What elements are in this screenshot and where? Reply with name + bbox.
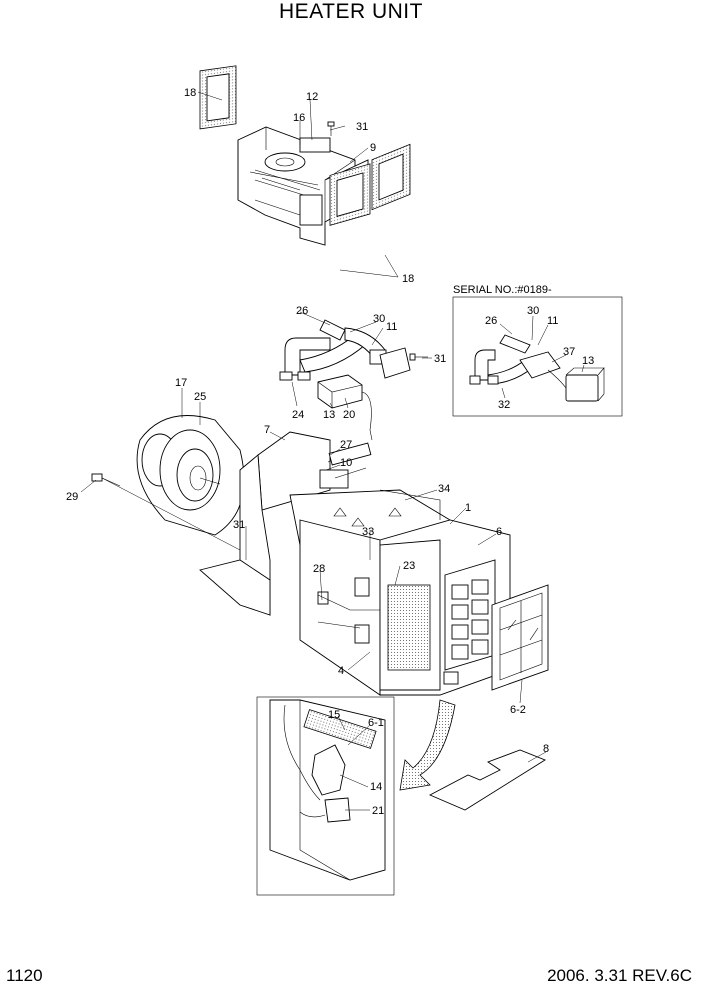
callout: 6 <box>496 526 502 538</box>
callout: 32 <box>498 399 510 411</box>
callout: 13 <box>582 355 594 367</box>
filter-gasket-right-2 <box>371 143 411 211</box>
callout: 20 <box>343 409 355 421</box>
callout: 26 <box>485 315 497 327</box>
callout: 34 <box>438 483 450 495</box>
callout: 37 <box>563 346 575 358</box>
detail-inset-box <box>256 696 395 896</box>
heater-unit-case <box>199 431 511 696</box>
callout: 4 <box>338 665 344 677</box>
gasket-sheet <box>428 749 546 811</box>
callout: 29 <box>66 491 78 503</box>
callout: 16 <box>293 112 305 124</box>
callout: 31 <box>356 121 368 133</box>
page-title: HEATER UNIT <box>279 0 423 23</box>
callout: 17 <box>175 377 187 389</box>
callout: 30 <box>527 305 539 317</box>
callout: 31 <box>233 519 245 531</box>
callout: 15 <box>328 709 340 721</box>
callout: 9 <box>370 142 376 154</box>
callout: 6-2 <box>510 704 526 716</box>
callout: 26 <box>296 305 308 317</box>
callout: 7 <box>264 424 270 436</box>
callout: 31 <box>434 353 446 365</box>
filter-gasket-top <box>199 65 237 130</box>
water-valve <box>317 374 373 441</box>
callout: 33 <box>362 526 374 538</box>
filter-gasket-right-1 <box>329 163 371 226</box>
callout: 12 <box>306 91 318 103</box>
arrow-icon <box>399 699 456 791</box>
callout: 30 <box>373 313 385 325</box>
callout: 11 <box>386 321 397 333</box>
serial-number-note: SERIAL NO.:#0189- <box>453 284 552 296</box>
callout: 24 <box>292 409 304 421</box>
callout: 1 <box>465 502 471 514</box>
callout: 11 <box>547 315 558 327</box>
callout: 18 <box>402 273 414 285</box>
heater-hose-assembly <box>279 319 411 381</box>
callout: 6-1 <box>368 717 384 729</box>
callout: 13 <box>323 409 335 421</box>
page-number: 1120 <box>6 966 43 985</box>
callout: 23 <box>403 560 415 572</box>
blower-fan-motor <box>136 415 245 536</box>
filter-panel <box>491 584 549 691</box>
callout: 27 <box>340 439 352 451</box>
callout: 28 <box>313 563 325 575</box>
serial-inset-box <box>452 296 623 417</box>
callout: 8 <box>543 743 549 755</box>
callout: 21 <box>372 805 384 817</box>
screw-icon <box>409 353 428 361</box>
revision-date: 2006. 3.31 REV.6C <box>547 966 692 985</box>
callout: 14 <box>370 781 382 793</box>
callout: 25 <box>194 391 206 403</box>
callout-labels: 18 12 16 31 9 18 26 30 11 31 24 13 20 17… <box>66 87 594 817</box>
callout: 10 <box>340 457 352 469</box>
screw-icon <box>327 121 335 136</box>
callout: 18 <box>184 87 196 99</box>
